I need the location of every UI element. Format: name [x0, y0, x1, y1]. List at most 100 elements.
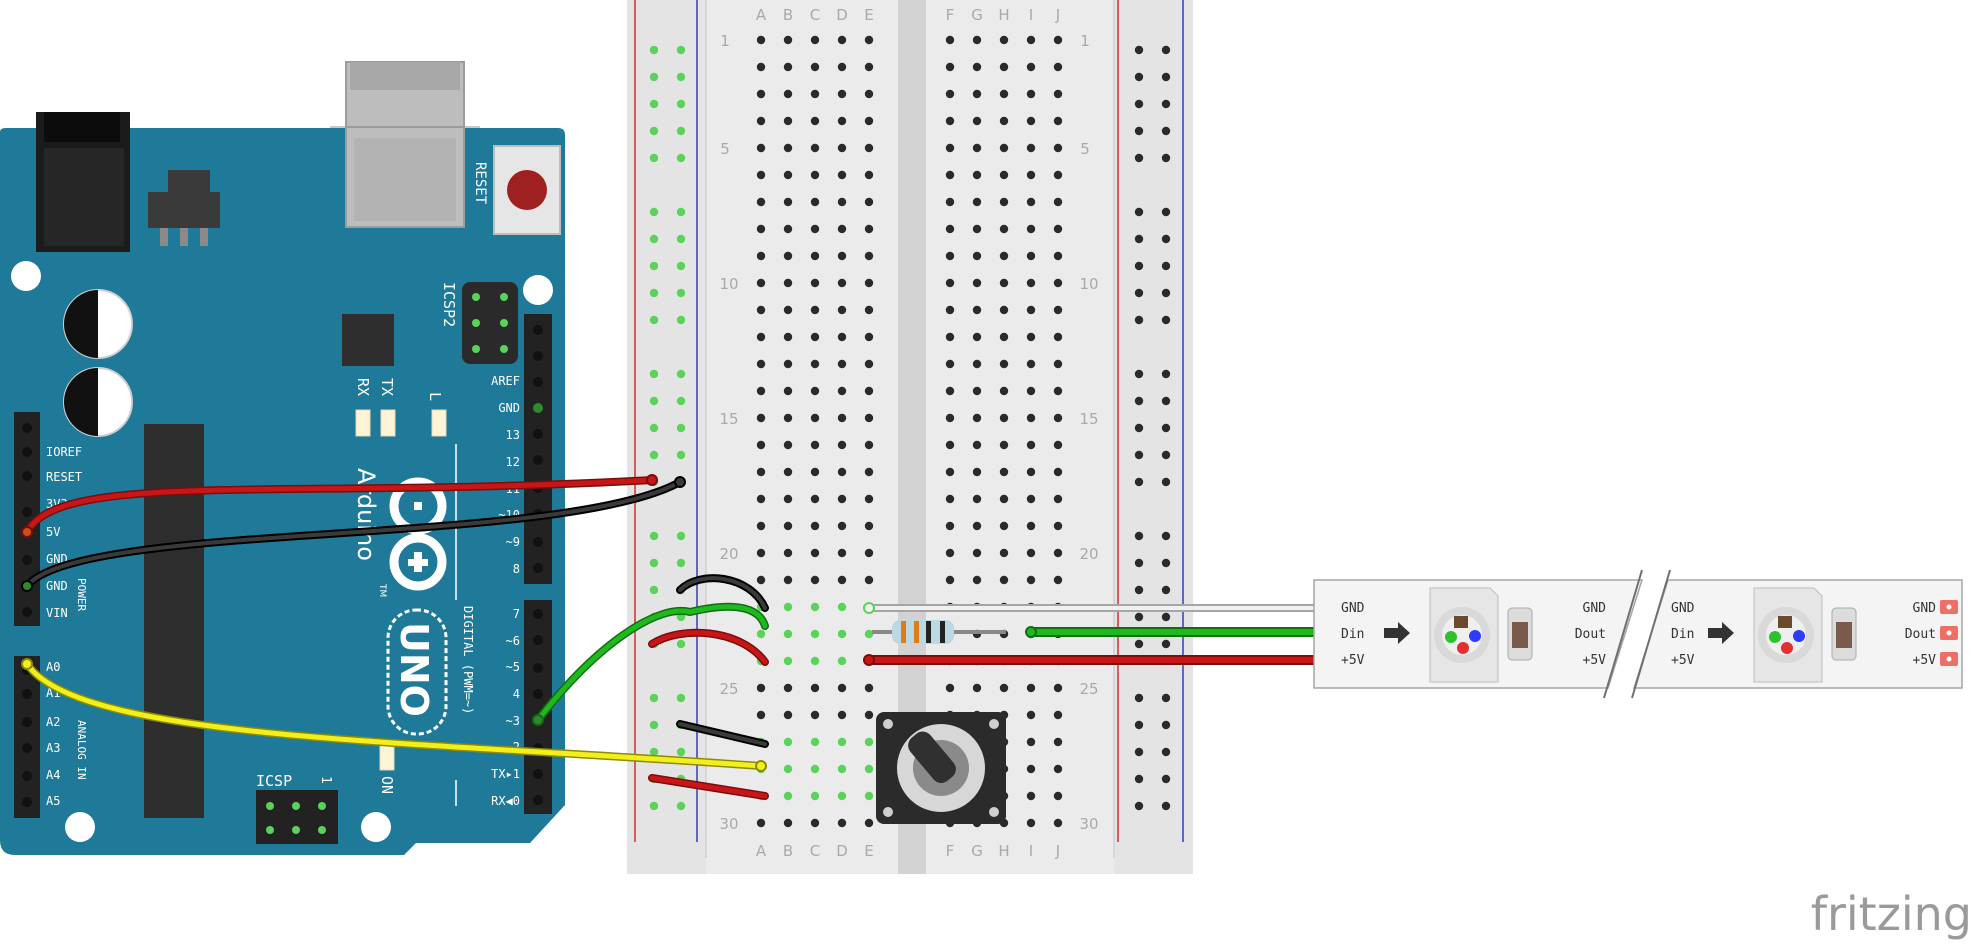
breadboard-hole [756, 278, 766, 288]
breadboard-hole [676, 531, 686, 541]
breadboard-hole [1053, 494, 1063, 504]
breadboard-hole [999, 305, 1009, 315]
breadboard-hole [1134, 261, 1144, 271]
breadboard-hole [1026, 386, 1036, 396]
breadboard-hole [999, 251, 1009, 261]
breadboard-hole [1134, 72, 1144, 82]
breadboard-hole [783, 737, 793, 747]
breadboard-hole [972, 224, 982, 234]
breadboard-hole [756, 683, 766, 693]
breadboard-hole [972, 440, 982, 450]
breadboard-hole [649, 396, 659, 406]
breadboard-hole [1026, 197, 1036, 207]
rgb-led [1753, 587, 1823, 683]
breadboard-hole [945, 386, 955, 396]
breadboard-hole [837, 494, 847, 504]
breadboard-hole [810, 629, 820, 639]
breadboard-hole [1026, 764, 1036, 774]
breadboard-hole [837, 332, 847, 342]
breadboard-hole [999, 413, 1009, 423]
breadboard-hole [676, 126, 686, 136]
col-letter-j: J [1055, 6, 1060, 24]
breadboard-hole [837, 359, 847, 369]
breadboard-hole [810, 602, 820, 612]
breadboard-hole [972, 89, 982, 99]
breadboard-hole [837, 116, 847, 126]
breadboard-hole [864, 116, 874, 126]
breadboard-hole [783, 251, 793, 261]
breadboard-hole [999, 440, 1009, 450]
potentiometer[interactable] [876, 712, 1006, 824]
breadboard-hole [864, 197, 874, 207]
breadboard-hole [999, 683, 1009, 693]
breadboard-hole [1053, 683, 1063, 693]
breadboard-hole [649, 99, 659, 109]
breadboard-hole [864, 629, 874, 639]
breadboard-hole [810, 224, 820, 234]
breadboard-hole [756, 467, 766, 477]
breadboard-hole [1161, 558, 1171, 568]
col-letter-i: I [1029, 842, 1033, 860]
reset-label: RESET [472, 162, 488, 205]
breadboard-hole [999, 224, 1009, 234]
breadboard-hole [1161, 639, 1171, 649]
breadboard-hole [1161, 720, 1171, 730]
fritzing-watermark: fritzing [1811, 887, 1972, 941]
breadboard-hole [1134, 747, 1144, 757]
breadboard-hole [945, 305, 955, 315]
col-letter-d: D [836, 6, 848, 24]
breadboard-hole [999, 278, 1009, 288]
breadboard-hole [1053, 818, 1063, 828]
breadboard-hole [972, 251, 982, 261]
breadboard-hole [972, 683, 982, 693]
breadboard-hole [676, 639, 686, 649]
breadboard-hole [999, 548, 1009, 558]
breadboard-hole [1053, 89, 1063, 99]
breadboard-hole [945, 197, 955, 207]
breadboard-hole [676, 558, 686, 568]
breadboard-hole [783, 224, 793, 234]
breadboard-hole [999, 332, 1009, 342]
col-letter-h: H [998, 842, 1009, 860]
breadboard-hole [972, 197, 982, 207]
breadboard-hole [864, 440, 874, 450]
strip-seg2-din-label: Din [1671, 627, 1694, 642]
usb-chip [342, 314, 394, 366]
power-label: POWER [75, 578, 88, 611]
breadboard-hole [1026, 170, 1036, 180]
breadboard-hole [1053, 35, 1063, 45]
pin-a3: A3 [46, 741, 60, 755]
breadboard-hole [649, 747, 659, 757]
breadboard-hole [810, 764, 820, 774]
pin-gnd-digital: GND [498, 401, 520, 415]
digital-label: DIGITAL (PWM=~) [461, 606, 475, 714]
breadboard-hole [783, 197, 793, 207]
pin-5: ~5 [506, 660, 520, 674]
breadboard-hole [676, 369, 686, 379]
breadboard-hole [810, 656, 820, 666]
pin-aref: AREF [491, 374, 520, 388]
breadboard-hole [1026, 818, 1036, 828]
breadboard-hole [945, 143, 955, 153]
breadboard-hole [999, 575, 1009, 585]
breadboard-hole [676, 207, 686, 217]
breadboard-hole [1026, 521, 1036, 531]
breadboard-row-numbers-right: 1 5 10 15 20 25 30 [1079, 32, 1098, 833]
breadboard-hole [1134, 288, 1144, 298]
breadboard-hole [837, 548, 847, 558]
breadboard-hole [810, 494, 820, 504]
reset-button-cap[interactable] [507, 170, 547, 210]
breadboard-hole [972, 143, 982, 153]
breadboard-hole [676, 450, 686, 460]
breadboard-hole [972, 305, 982, 315]
breadboard-hole [1134, 207, 1144, 217]
breadboard-hole [1026, 305, 1036, 315]
breadboard-hole [649, 126, 659, 136]
breadboard-hole [864, 278, 874, 288]
breadboard-hole [945, 251, 955, 261]
breadboard-hole [972, 413, 982, 423]
strip-mid-dout-label: Dout [1575, 627, 1606, 642]
breadboard-hole [1026, 251, 1036, 261]
col-letter-g: G [971, 6, 983, 24]
strip-out-dout-label: Dout [1905, 627, 1936, 642]
